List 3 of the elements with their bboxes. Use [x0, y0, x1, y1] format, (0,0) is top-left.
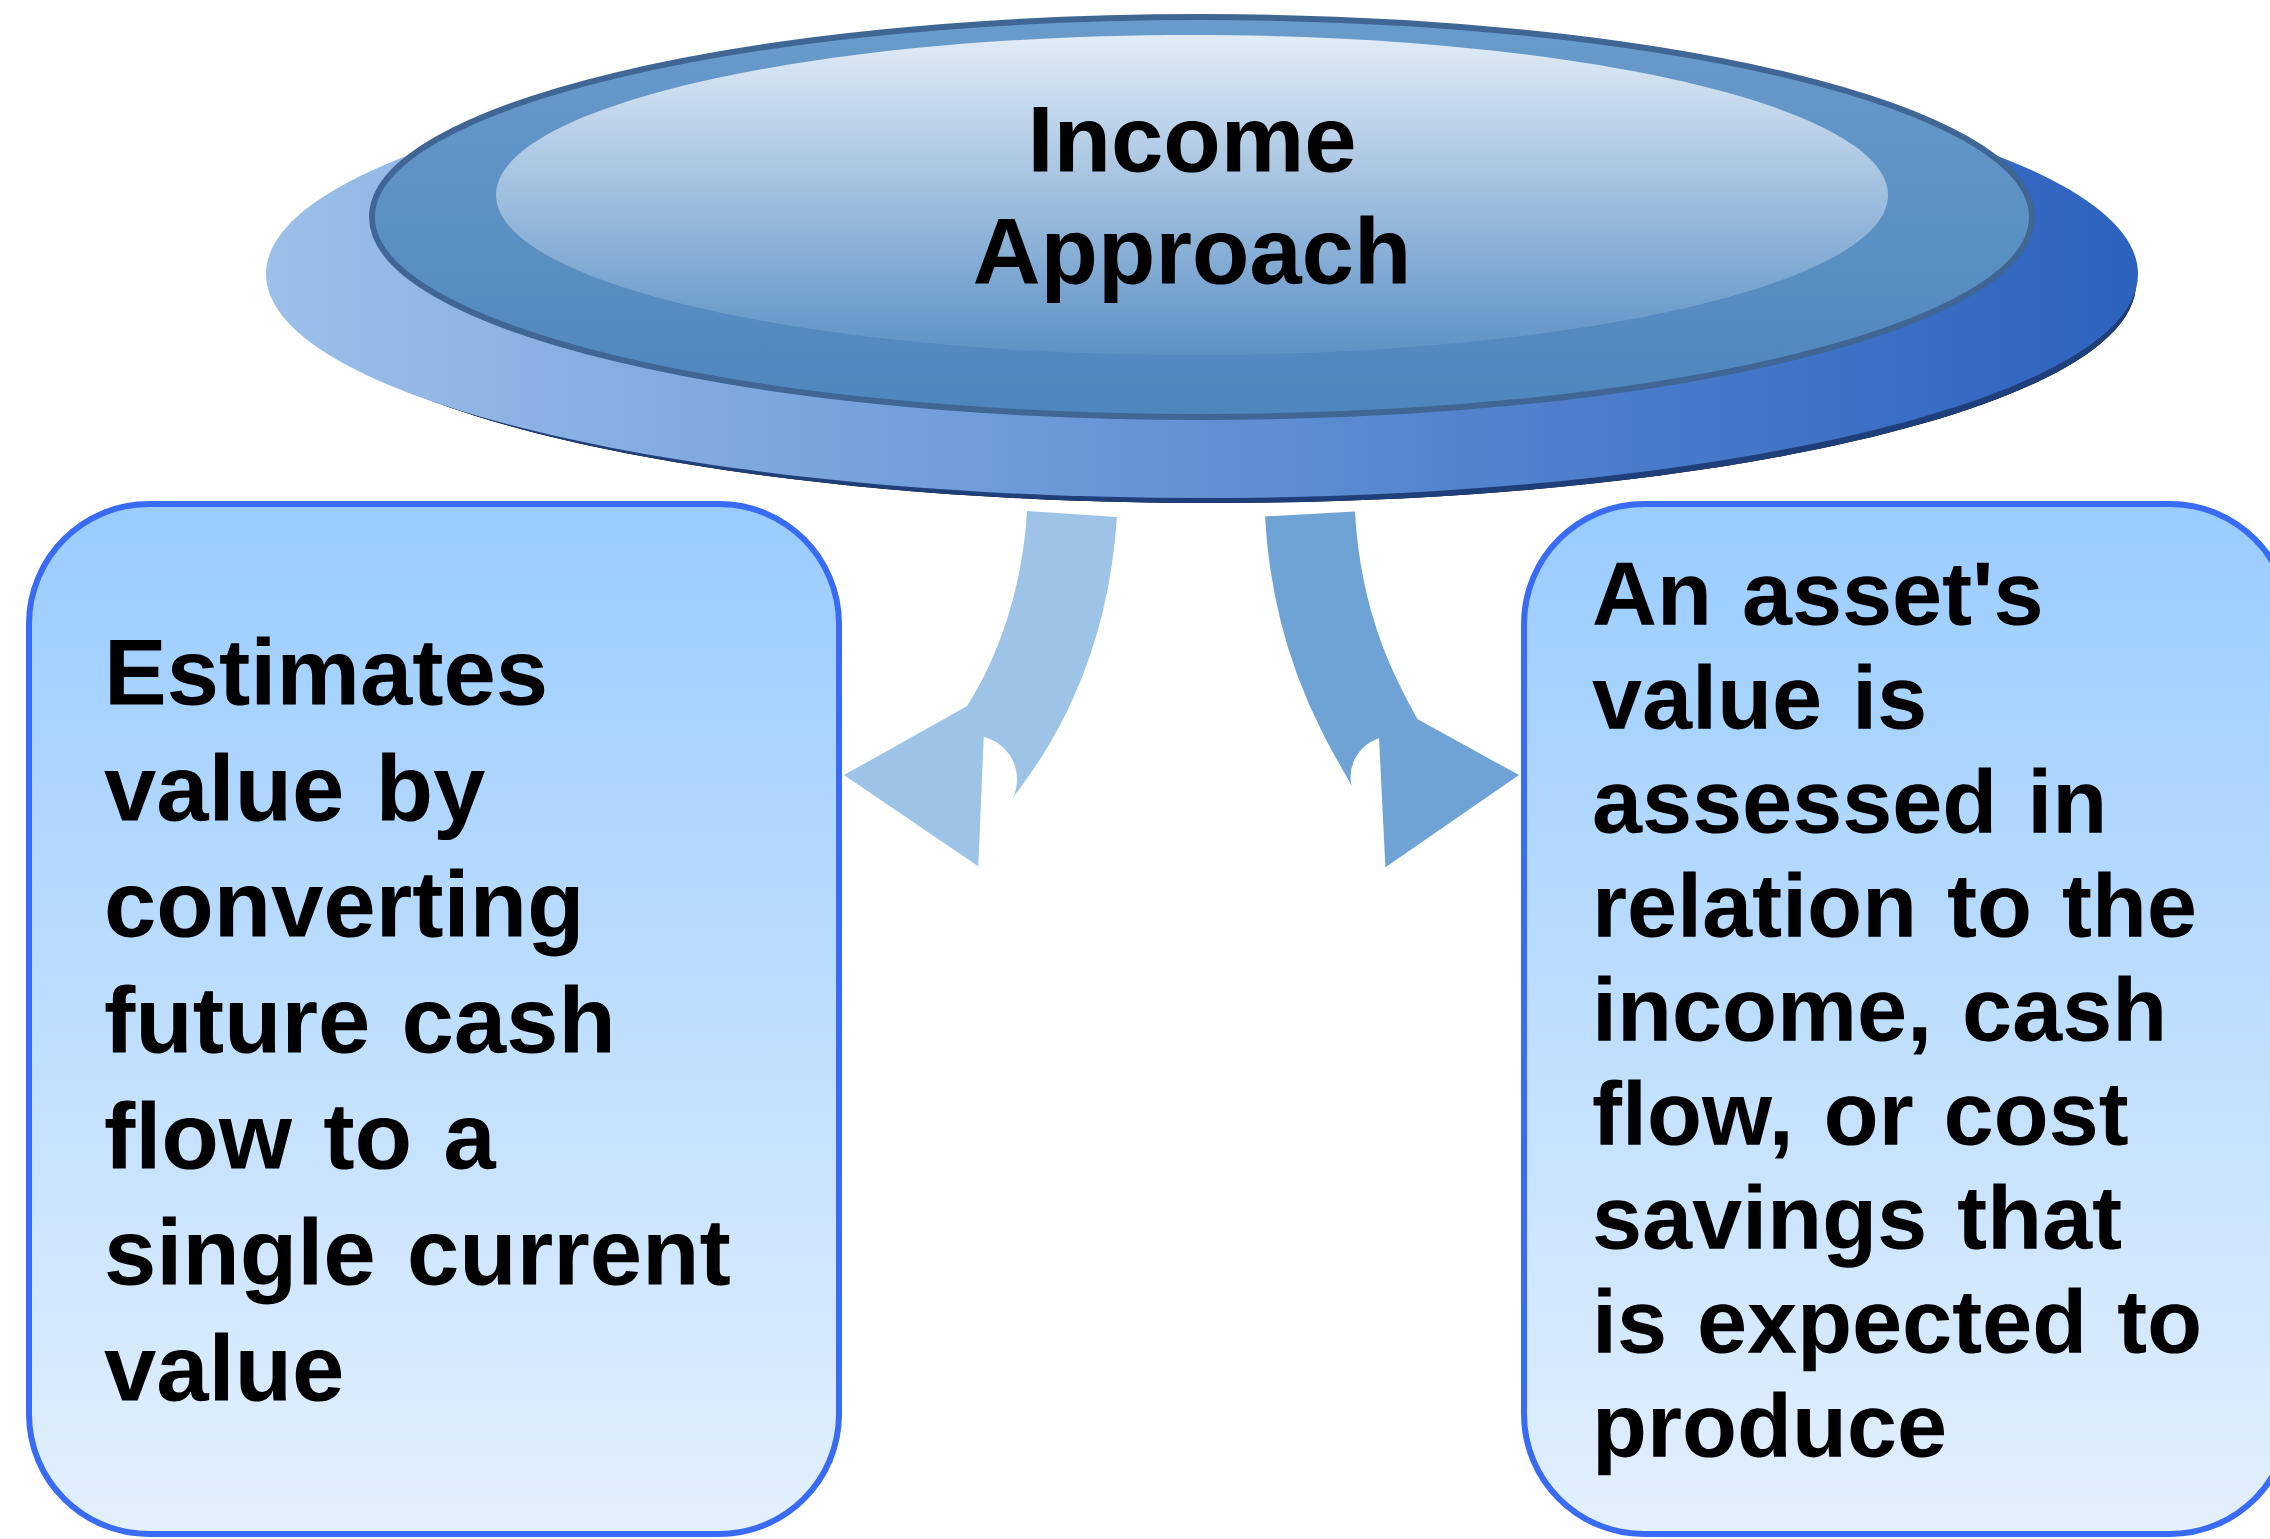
text-box: Estimates value by converting future cash flow to a single current value — [26, 501, 842, 1537]
ellipse-node: Income Approach — [266, 14, 2138, 503]
text-box: An asset's value is assessed in relation to the income, cash flow, or cost savings that is expected to produce — [1521, 501, 2270, 1537]
